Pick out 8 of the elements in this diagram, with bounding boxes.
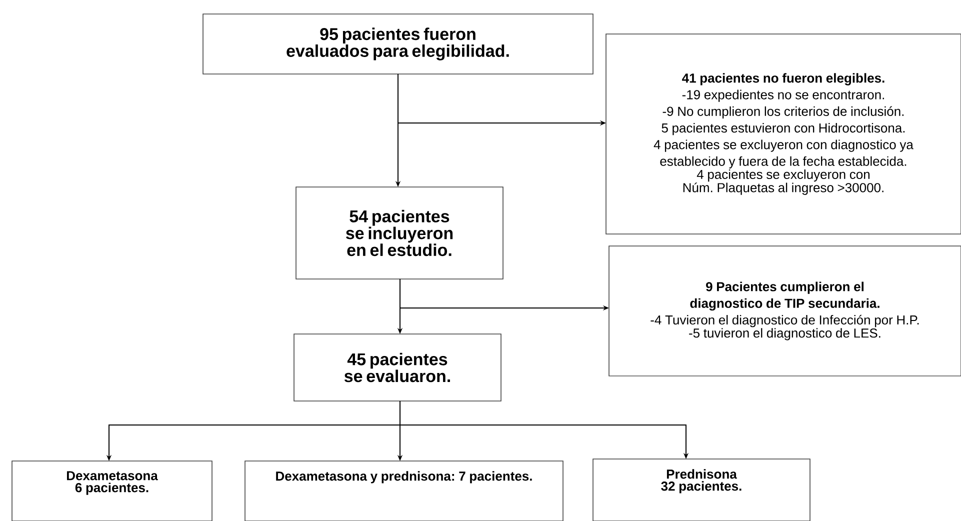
process-box: Dexametasona 6 pacientes.: [12, 460, 212, 521]
process-box: 54 pacientes se incluyeron en el estudio.: [296, 186, 504, 280]
process-box: 95 pacientes fueron evaluados para elegibilidad.: [202, 14, 594, 74]
process-box: Prednisona 32 pacientes.: [592, 458, 810, 521]
process-box: 9 Pacientes cumplieron el diagnostico de TIP secundaria. -4 Tuvieron el diagnostico de Infección por H.P. -5 tuvieron el diagnostico de LES.: [608, 246, 961, 376]
process-box: Dexametasona y prednisona: 7 pacientes.: [244, 460, 564, 521]
process-box: 41 pacientes no fueron elegibles. -19 expedientes no se encontraron. -9 No cumplieron los criterios de inclusión. 5 pacientes estuvieron con Hidrocortisona. 4 pacientes se excluyeron con diagnostico ya establecido y fuera de la fecha establecida. 4 pacientes se excluyeron con Núm. Plaquetas al ingreso >30000.: [606, 34, 961, 234]
process-box: 45 pacientes se evaluaron.: [294, 334, 502, 402]
